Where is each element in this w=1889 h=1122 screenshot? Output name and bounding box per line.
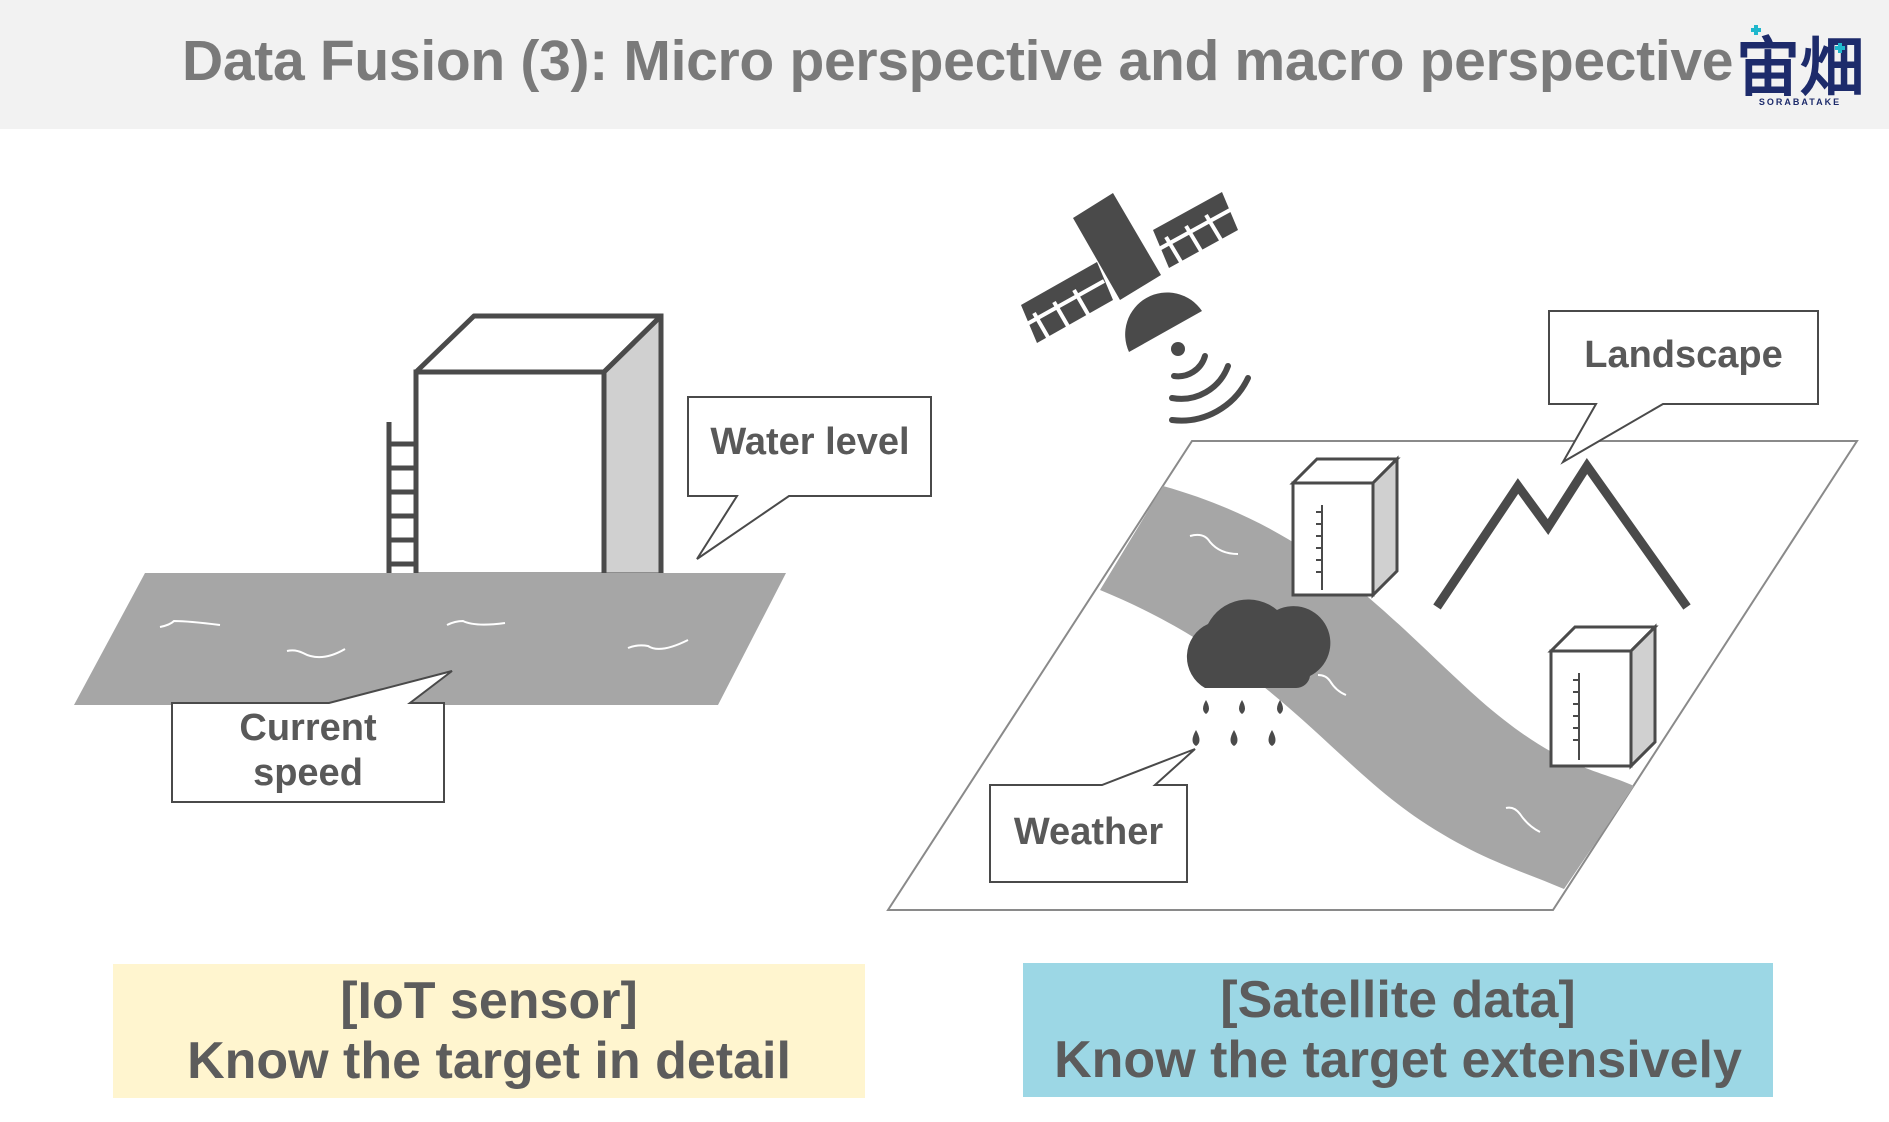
water-level-label: Water level	[710, 421, 910, 463]
map-sensor-icon	[1547, 623, 1659, 770]
landscape-label: Landscape	[1584, 334, 1783, 376]
landscape-callout	[1548, 310, 1819, 465]
water-level-gauge-icon	[1573, 673, 1580, 760]
logo-sparkle-icon	[1751, 25, 1761, 35]
slide-title: Data Fusion (3): Micro perspective and m…	[182, 29, 1734, 93]
slide-header	[0, 0, 1889, 129]
logo-text: SORABATAKE	[1758, 97, 1842, 107]
iot-caption-line1: [IoT sensor]	[340, 972, 638, 1030]
weather-label: Weather	[1013, 811, 1164, 853]
ladder	[386, 422, 419, 575]
sorabatake-logo: 宙畑	[1736, 25, 1864, 106]
mountain-icon	[1433, 457, 1691, 610]
water-ripples	[159, 619, 689, 659]
map-river	[1100, 486, 1634, 889]
current-speed-callout	[171, 670, 453, 803]
satellite-caption-line1: [Satellite data]	[1220, 971, 1576, 1029]
weather-callout	[989, 748, 1196, 883]
current-speed-label: Current speed	[174, 706, 442, 796]
satellite-caption-line2: Know the target extensively	[1054, 1031, 1742, 1089]
water-level-gauge-icon	[1316, 505, 1323, 590]
map-river-ripples	[1189, 533, 1541, 833]
logo-mark: 宙畑	[1736, 32, 1864, 106]
water-level-callout	[687, 396, 932, 560]
satellite-icon	[1021, 192, 1238, 352]
signal-waves-icon	[1169, 342, 1251, 424]
river-surface	[74, 573, 786, 705]
current-speed-line1: Current	[239, 707, 377, 749]
rain-cloud-icon	[1186, 599, 1331, 746]
map-sensor-icon	[1289, 455, 1401, 599]
logo-sparkle-icon	[1835, 43, 1845, 53]
iot-caption-line2: Know the target in detail	[187, 1032, 791, 1090]
sensor-tower-icon	[386, 313, 664, 578]
satellite-caption: [Satellite data] Know the target extensi…	[1023, 963, 1773, 1097]
iot-caption: [IoT sensor] Know the target in detail	[113, 964, 865, 1098]
current-speed-line2: speed	[253, 752, 363, 794]
